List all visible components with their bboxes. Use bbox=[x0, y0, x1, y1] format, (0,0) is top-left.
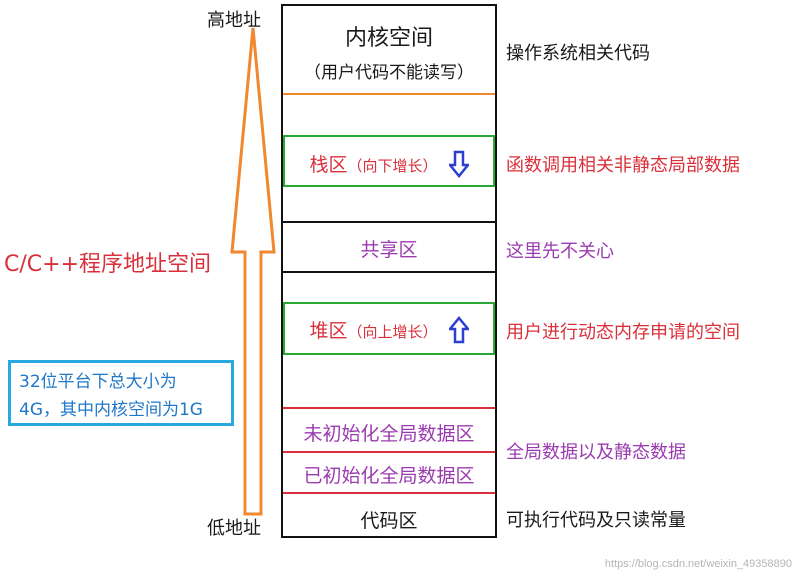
kernel-annotation: 操作系统相关代码 bbox=[506, 43, 650, 64]
source-watermark: https://blog.csdn.net/weixin_49358890 bbox=[604, 558, 792, 570]
code-annotation: 可执行代码及只读常量 bbox=[506, 510, 686, 531]
kernel-space-title: 内核空间 bbox=[344, 26, 433, 51]
low-address-label: 低地址 bbox=[207, 518, 261, 539]
heap-note: （向上增长） bbox=[347, 323, 438, 341]
bss-title: 未初始化全局数据区 bbox=[303, 423, 475, 445]
code-title: 代码区 bbox=[360, 510, 418, 532]
kernel-space-subtitle: （用户代码不能读写） bbox=[304, 63, 474, 83]
kernel-boundary-line bbox=[283, 93, 495, 95]
down-arrow-icon bbox=[446, 150, 471, 178]
shared-top-line bbox=[283, 221, 495, 223]
platform-size-note: 32位平台下总大小为 4G，其中内核空间为1G bbox=[8, 360, 234, 426]
stack-title: 栈区 bbox=[309, 154, 348, 176]
address-direction-arrow-icon bbox=[230, 27, 276, 516]
stack-note: （向下增长） bbox=[347, 157, 438, 175]
memory-layout-column bbox=[281, 4, 497, 538]
up-arrow-icon bbox=[446, 316, 471, 344]
bss-top-line bbox=[283, 407, 495, 409]
high-address-label: 高地址 bbox=[207, 10, 261, 31]
heap-segment bbox=[283, 302, 495, 355]
shared-bottom-line bbox=[283, 271, 495, 273]
data-title: 已初始化全局数据区 bbox=[303, 465, 475, 487]
stack-segment bbox=[283, 135, 495, 187]
heap-title: 堆区 bbox=[309, 320, 348, 342]
shared-annotation: 这里先不关心 bbox=[506, 241, 614, 262]
heap-label: 堆区（向上增长） bbox=[283, 316, 495, 344]
code-top-line bbox=[283, 492, 495, 494]
stack-label: 栈区（向下增长） bbox=[283, 150, 495, 178]
globals-annotation: 全局数据以及静态数据 bbox=[506, 442, 686, 463]
heap-annotation: 用户进行动态内存申请的空间 bbox=[506, 322, 740, 343]
shared-title: 共享区 bbox=[360, 239, 418, 261]
note-line-1: 32位平台下总大小为 bbox=[19, 372, 177, 392]
address-space-title: C/C++程序地址空间 bbox=[4, 252, 212, 277]
data-top-line bbox=[283, 451, 495, 453]
stack-annotation: 函数调用相关非静态局部数据 bbox=[506, 155, 740, 176]
note-line-2: 4G，其中内核空间为1G bbox=[19, 400, 203, 420]
